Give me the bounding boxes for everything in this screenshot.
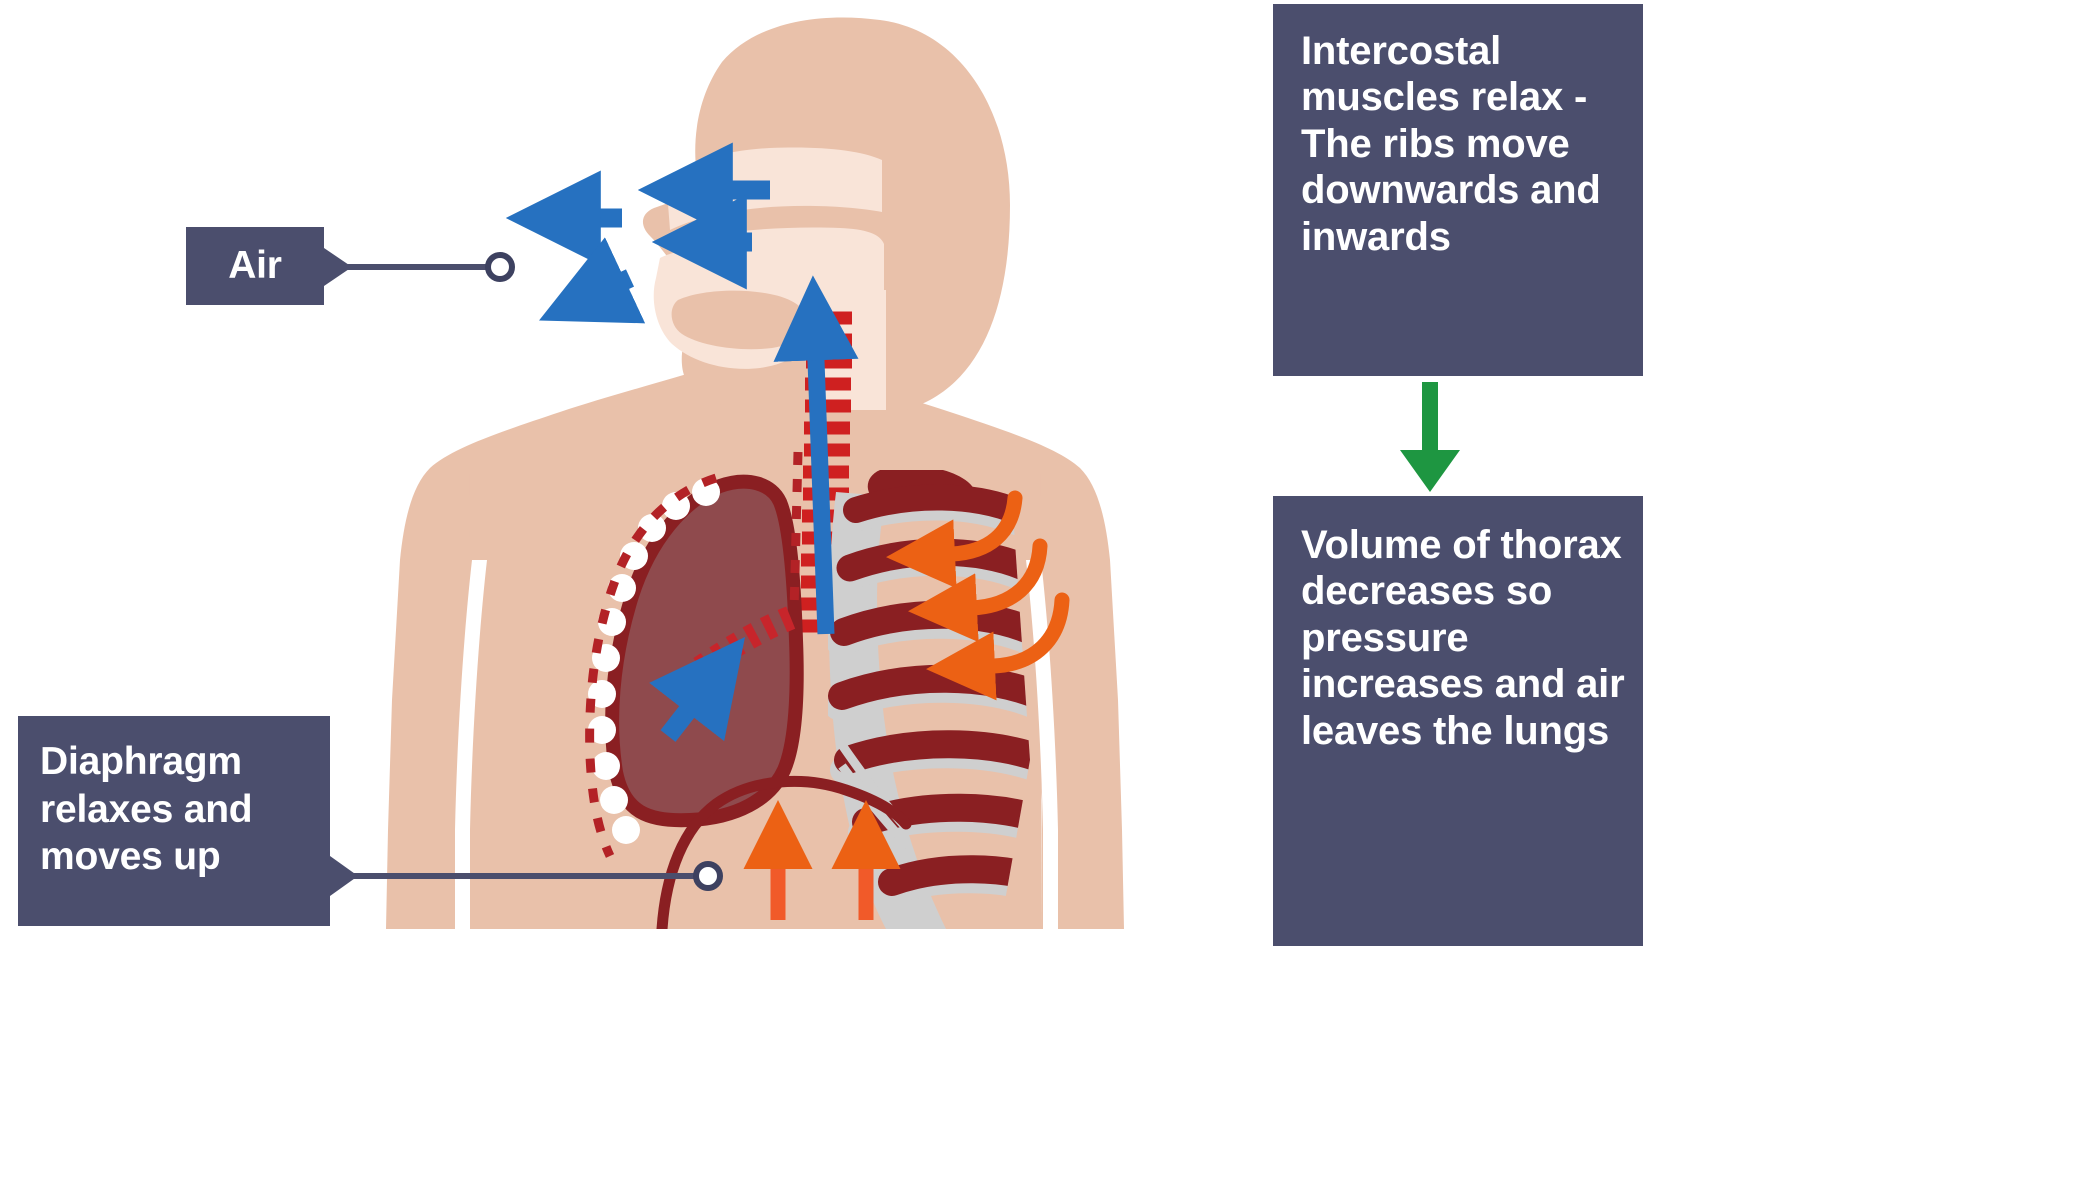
process-box-volume[interactable]: Volume of thorax decreases so pressure i… — [1273, 496, 1643, 946]
rib-arrow-3 — [926, 592, 1070, 701]
bronchus-striped — [693, 602, 805, 678]
callout-diaphragm-label: Diaphragm relaxes and moves up — [40, 740, 253, 879]
flow-arrow-head — [1400, 450, 1460, 492]
lung-air-arrow — [649, 637, 745, 742]
diaphragm-callout-tail — [330, 856, 358, 896]
callout-air-label: Air — [228, 244, 282, 288]
rib-arrow-1 — [886, 490, 1023, 589]
air-flow-arrows — [505, 142, 859, 742]
rib-arrow-2 — [908, 538, 1048, 643]
diaphragm-arrows — [743, 800, 901, 920]
callout-diaphragm[interactable]: Diaphragm relaxes and moves up — [18, 716, 330, 926]
left-arm-gap — [455, 560, 487, 929]
process-box-intercostal[interactable]: Intercostal muscles relax - The ribs mov… — [1273, 4, 1643, 376]
intercostal-arrows — [886, 490, 1070, 701]
process-flow-arrow — [1400, 382, 1460, 492]
pleura-dashed-line — [585, 473, 718, 858]
body-group — [386, 17, 1124, 929]
process-box-intercostal-text: Intercostal muscles relax - The ribs mov… — [1301, 29, 1601, 259]
trachea-up-arrow — [773, 275, 859, 635]
diaphragm-leader-endpoint — [693, 861, 723, 891]
process-box-volume-text: Volume of thorax decreases so pressure i… — [1301, 523, 1625, 753]
callout-air[interactable]: Air — [186, 227, 324, 305]
air-leader-endpoint — [485, 252, 515, 282]
callout-leaders — [324, 252, 723, 891]
right-arm-gap — [1026, 560, 1058, 929]
mouth-outer-air-arrow — [539, 237, 646, 324]
air-callout-tail — [324, 248, 352, 286]
